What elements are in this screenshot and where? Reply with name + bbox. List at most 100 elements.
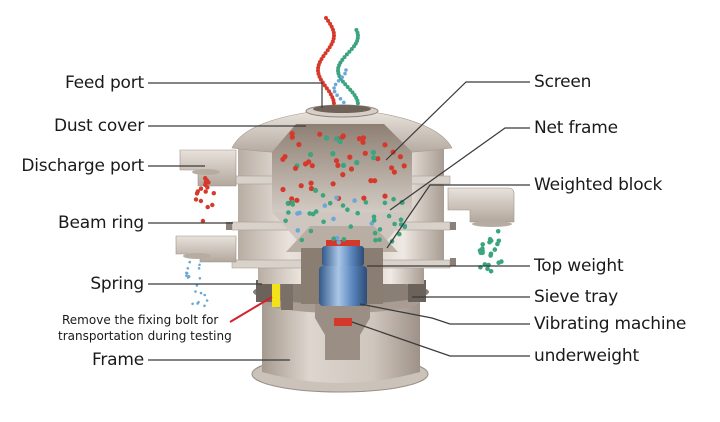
particle	[390, 149, 396, 155]
particle	[492, 247, 498, 252]
particle	[343, 82, 348, 87]
particle	[309, 163, 315, 169]
particle	[487, 239, 492, 245]
particle	[370, 149, 376, 155]
particle	[340, 162, 347, 168]
particle	[306, 159, 312, 165]
particle	[325, 48, 330, 53]
particle	[382, 200, 388, 206]
particle	[342, 100, 346, 105]
particle	[290, 202, 296, 207]
particle	[371, 155, 377, 161]
particle	[322, 83, 327, 88]
leader-feed-port	[148, 82, 323, 108]
particle	[331, 216, 336, 222]
particle	[185, 272, 189, 275]
particle	[330, 151, 336, 157]
particle	[331, 27, 335, 32]
material-particles	[185, 16, 504, 308]
particle	[332, 89, 337, 94]
particle	[188, 260, 191, 264]
particle	[200, 218, 206, 224]
fixing-bolt	[272, 283, 280, 307]
particle	[320, 193, 326, 198]
particle	[336, 79, 341, 83]
particle	[308, 151, 314, 158]
particle	[286, 210, 291, 215]
particle	[292, 165, 299, 171]
particle	[312, 187, 319, 193]
particle	[186, 267, 190, 270]
particle	[401, 163, 407, 169]
label-discharge-port: Discharge port	[21, 156, 144, 176]
particle	[193, 197, 199, 202]
particle	[199, 291, 203, 295]
particle	[345, 85, 350, 89]
particle	[352, 198, 357, 203]
particle	[488, 269, 494, 274]
particle	[187, 275, 191, 278]
particle	[203, 189, 208, 194]
label-spring: Spring	[90, 274, 144, 294]
particle	[316, 62, 321, 67]
label-frame: Frame	[92, 350, 144, 370]
label-vibrating-machine: Vibrating machine	[534, 314, 687, 334]
particle	[338, 97, 343, 101]
vibrating-motor	[319, 240, 367, 326]
particle	[334, 235, 340, 241]
particle	[205, 185, 210, 190]
particle	[331, 30, 336, 35]
particle	[391, 196, 396, 202]
particle	[324, 135, 330, 141]
particle	[308, 185, 314, 192]
particle	[308, 180, 314, 186]
label-screen: Screen	[534, 72, 592, 92]
leader-underweight	[351, 321, 530, 357]
particle	[335, 93, 339, 97]
leader-screen	[385, 81, 530, 161]
particle	[344, 52, 349, 57]
particle	[205, 204, 210, 210]
particle	[331, 98, 336, 103]
particle	[310, 211, 316, 217]
particle	[349, 47, 354, 51]
particle	[341, 237, 347, 242]
particle	[360, 135, 367, 141]
particle	[195, 189, 200, 194]
particle	[340, 134, 346, 140]
particle	[322, 203, 328, 208]
particle	[280, 156, 286, 162]
particle	[194, 290, 197, 293]
particle	[348, 166, 355, 172]
note-arrow	[229, 296, 273, 323]
particle	[340, 75, 345, 79]
particle	[389, 165, 395, 171]
particle	[340, 172, 346, 178]
particle	[332, 86, 336, 90]
particle	[299, 237, 305, 243]
particle	[372, 178, 378, 184]
particle	[348, 224, 354, 229]
particle	[377, 227, 383, 232]
particle	[355, 210, 361, 216]
label-underweight: underweight	[534, 346, 639, 366]
particle	[321, 219, 326, 225]
particle	[206, 180, 211, 185]
particle	[331, 36, 336, 41]
particle	[336, 240, 342, 245]
particle	[313, 209, 319, 214]
particle	[211, 191, 216, 196]
particle	[331, 236, 337, 241]
particle	[332, 33, 336, 38]
particle	[195, 284, 199, 287]
particle	[382, 193, 388, 199]
particle	[317, 131, 323, 137]
particle	[375, 156, 381, 162]
particle	[334, 136, 340, 142]
particle	[196, 302, 199, 305]
particle	[327, 45, 332, 50]
particle	[191, 302, 194, 306]
particle	[350, 90, 355, 95]
particle	[495, 229, 501, 234]
